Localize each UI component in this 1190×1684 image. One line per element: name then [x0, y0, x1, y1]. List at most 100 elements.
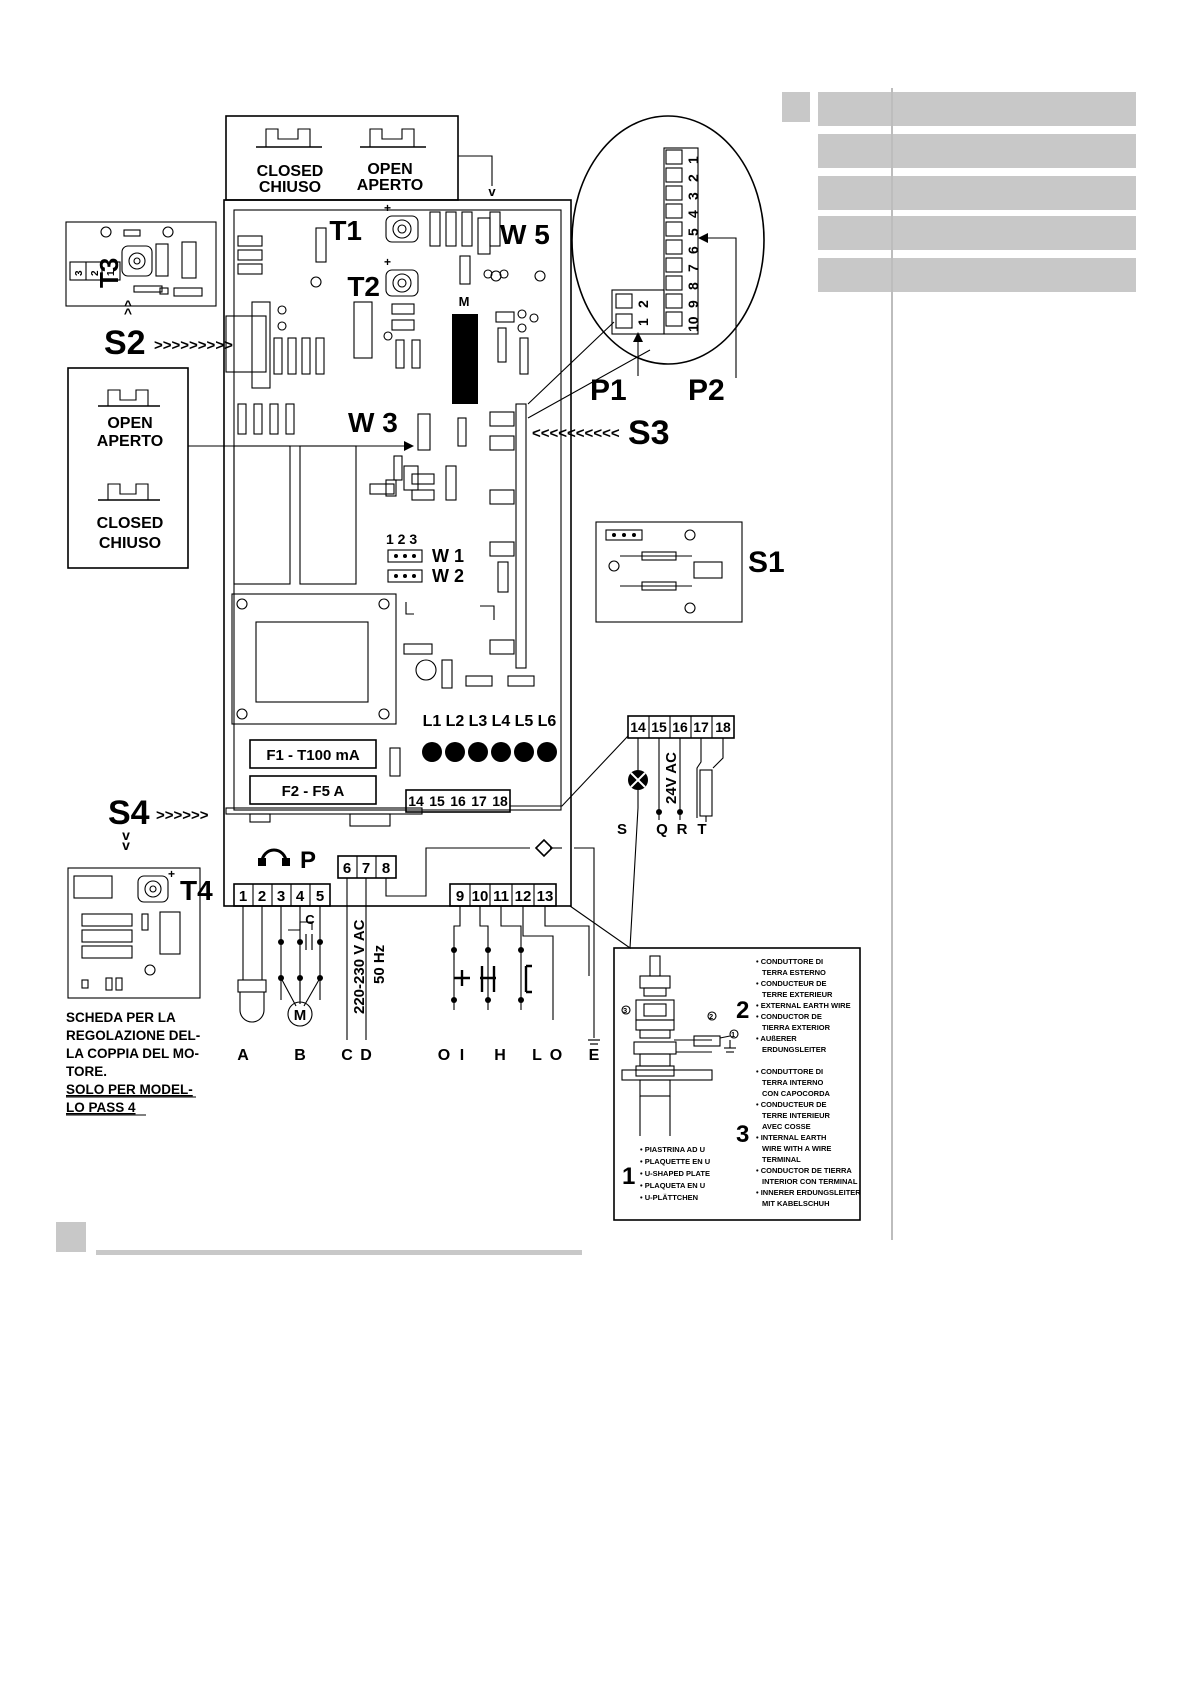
svg-text:2: 2	[685, 174, 701, 182]
left-open-label: OPEN	[107, 415, 152, 432]
svg-text:14: 14	[408, 793, 424, 809]
svg-text:1: 1	[239, 888, 247, 905]
svg-text:H: H	[494, 1047, 506, 1064]
svg-text:16: 16	[672, 719, 688, 735]
svg-text:^: ^	[124, 297, 132, 313]
svg-text:B: B	[294, 1047, 306, 1064]
headphone-p-label: P	[300, 847, 316, 874]
svg-text:AVEC COSSE: AVEC COSSE	[762, 1122, 811, 1131]
s3-arrows: <<<<<<<<<<	[532, 425, 620, 442]
fuse-f2-label: F2 - F5 A	[282, 783, 345, 800]
s1-label: S1	[748, 546, 785, 579]
top-closed-label: CLOSED	[257, 163, 324, 180]
svg-text:8: 8	[685, 282, 701, 290]
earth-detail-box: 3 2 1 2 • CONDUTTORE DI TERRA ESTERNO • …	[613, 947, 861, 1221]
svg-text:• AUßERER: • AUßERER	[756, 1034, 797, 1043]
svg-text:S: S	[617, 821, 627, 838]
svg-text:• CONDUTTORE DI: • CONDUTTORE DI	[756, 1067, 823, 1076]
jumper-w2[interactable]	[387, 569, 423, 583]
top-arrow-v: v	[488, 184, 496, 199]
trimmer-t3[interactable]	[121, 245, 153, 277]
bottom-wire-labels: A B C D O I H L O E	[237, 1047, 599, 1064]
top-open-it-label: APERTO	[357, 177, 423, 194]
svg-text:3: 3	[623, 1006, 627, 1015]
svg-text:2: 2	[635, 300, 651, 308]
svg-text:E: E	[589, 1047, 600, 1064]
svg-text:D: D	[360, 1047, 372, 1064]
svg-text:INTERIOR CON TERMINAL: INTERIOR CON TERMINAL	[762, 1177, 858, 1186]
svg-text:4: 4	[685, 210, 701, 218]
svg-text:• INNERER ERDUNGSLEITER: • INNERER ERDUNGSLEITER	[756, 1188, 861, 1197]
svg-text:WIRE WITH A WIRE: WIRE WITH A WIRE	[762, 1144, 831, 1153]
svg-text:14: 14	[630, 719, 646, 735]
svg-text:TERRA ESTERNO: TERRA ESTERNO	[762, 968, 826, 977]
svg-text:+: +	[384, 201, 391, 215]
dip-p2-switches	[665, 149, 683, 327]
dip-switch-detail: 1 2 3 4 5 6 7 8 9 10 2 1 P1 P2	[527, 115, 765, 419]
supply-freq-label: 50 Hz	[371, 945, 388, 984]
terminal-block-1: 1 2 3 4 5	[233, 883, 331, 907]
svg-text:• CONDUTTORE DI: • CONDUTTORE DI	[756, 957, 823, 966]
svg-text:6: 6	[343, 860, 351, 877]
terminal-block-2: 6 7 8	[337, 855, 397, 879]
main-board: + T1 + T2 W 5 M	[223, 199, 572, 907]
led-l4-icon	[491, 742, 511, 762]
svg-text:12: 12	[515, 888, 532, 905]
svg-text:2: 2	[90, 270, 101, 276]
motor-label: M	[294, 1007, 307, 1024]
svg-text:CON CAPOCORDA: CON CAPOCORDA	[762, 1089, 831, 1098]
svg-text:+: +	[384, 255, 391, 269]
svg-text:• PIASTRINA AD U: • PIASTRINA AD U	[640, 1145, 705, 1154]
trimmer-t2[interactable]: + T2	[347, 255, 419, 302]
jumper-w1[interactable]	[387, 549, 423, 563]
t3-label: T3	[94, 258, 124, 288]
svg-text:LA COPPIA DEL MO-: LA COPPIA DEL MO-	[66, 1046, 199, 1061]
svg-text:ERDUNGSLEITER: ERDUNGSLEITER	[762, 1045, 827, 1054]
led-l6-icon	[537, 742, 557, 762]
svg-text:2: 2	[258, 888, 266, 905]
svg-text:I: I	[460, 1047, 464, 1064]
motor-icon	[287, 1001, 313, 1027]
jumper-w5[interactable]	[477, 217, 491, 255]
fuse-f2-box	[249, 775, 377, 805]
trimmer-t1[interactable]: + T1	[329, 201, 419, 246]
led-l2-icon	[445, 742, 465, 762]
svg-text:9: 9	[685, 300, 701, 308]
svg-text:TERRE INTERIEUR: TERRE INTERIEUR	[762, 1111, 831, 1120]
earth-item2-number: 2	[736, 997, 749, 1024]
jumper-w3[interactable]	[417, 413, 431, 451]
trimmer-t4[interactable]	[137, 875, 169, 903]
chip-m-label: M	[459, 294, 470, 309]
p1-label: P1	[590, 374, 627, 407]
terminal-block-4: 14 15 16 17 18 24V AC S Q R T	[510, 715, 735, 950]
earth-item1-number: 1	[622, 1163, 635, 1190]
svg-text:TERRA INTERNO: TERRA INTERNO	[762, 1078, 824, 1087]
grey-bars	[782, 88, 1136, 1240]
capacitor-label: C	[305, 912, 315, 927]
svg-text:16: 16	[450, 793, 466, 809]
svg-text:1: 1	[635, 318, 651, 326]
svg-text:4: 4	[296, 888, 305, 905]
svg-text:8: 8	[382, 860, 390, 877]
svg-text:v: v	[122, 827, 130, 843]
led-l1-label: L1	[423, 713, 442, 730]
svg-text:T: T	[697, 821, 706, 838]
svg-text:R: R	[677, 821, 688, 838]
p2-label: P2	[688, 374, 725, 407]
svg-text:• U-SHAPED PLATE: • U-SHAPED PLATE	[640, 1169, 710, 1178]
w-pins-label: 1 2 3	[386, 531, 417, 547]
led-l1-icon	[422, 742, 442, 762]
svg-text:REGOLAZIONE DEL-: REGOLAZIONE DEL-	[66, 1028, 200, 1043]
svg-text:5: 5	[685, 228, 701, 236]
fuse-f1-box	[249, 739, 377, 769]
svg-text:1: 1	[731, 1030, 735, 1039]
svg-text:L: L	[532, 1047, 542, 1064]
svg-text:LO PASS 4: LO PASS 4	[66, 1100, 136, 1115]
t2-label: T2	[347, 271, 380, 302]
svg-text:• CONDUCTOR DE TIERRA: • CONDUCTOR DE TIERRA	[756, 1166, 852, 1175]
s2-label: S2	[104, 324, 146, 362]
earth-item3-number: 3	[736, 1121, 749, 1148]
top-open-label: OPEN	[367, 161, 412, 178]
svg-text:3: 3	[277, 888, 285, 905]
